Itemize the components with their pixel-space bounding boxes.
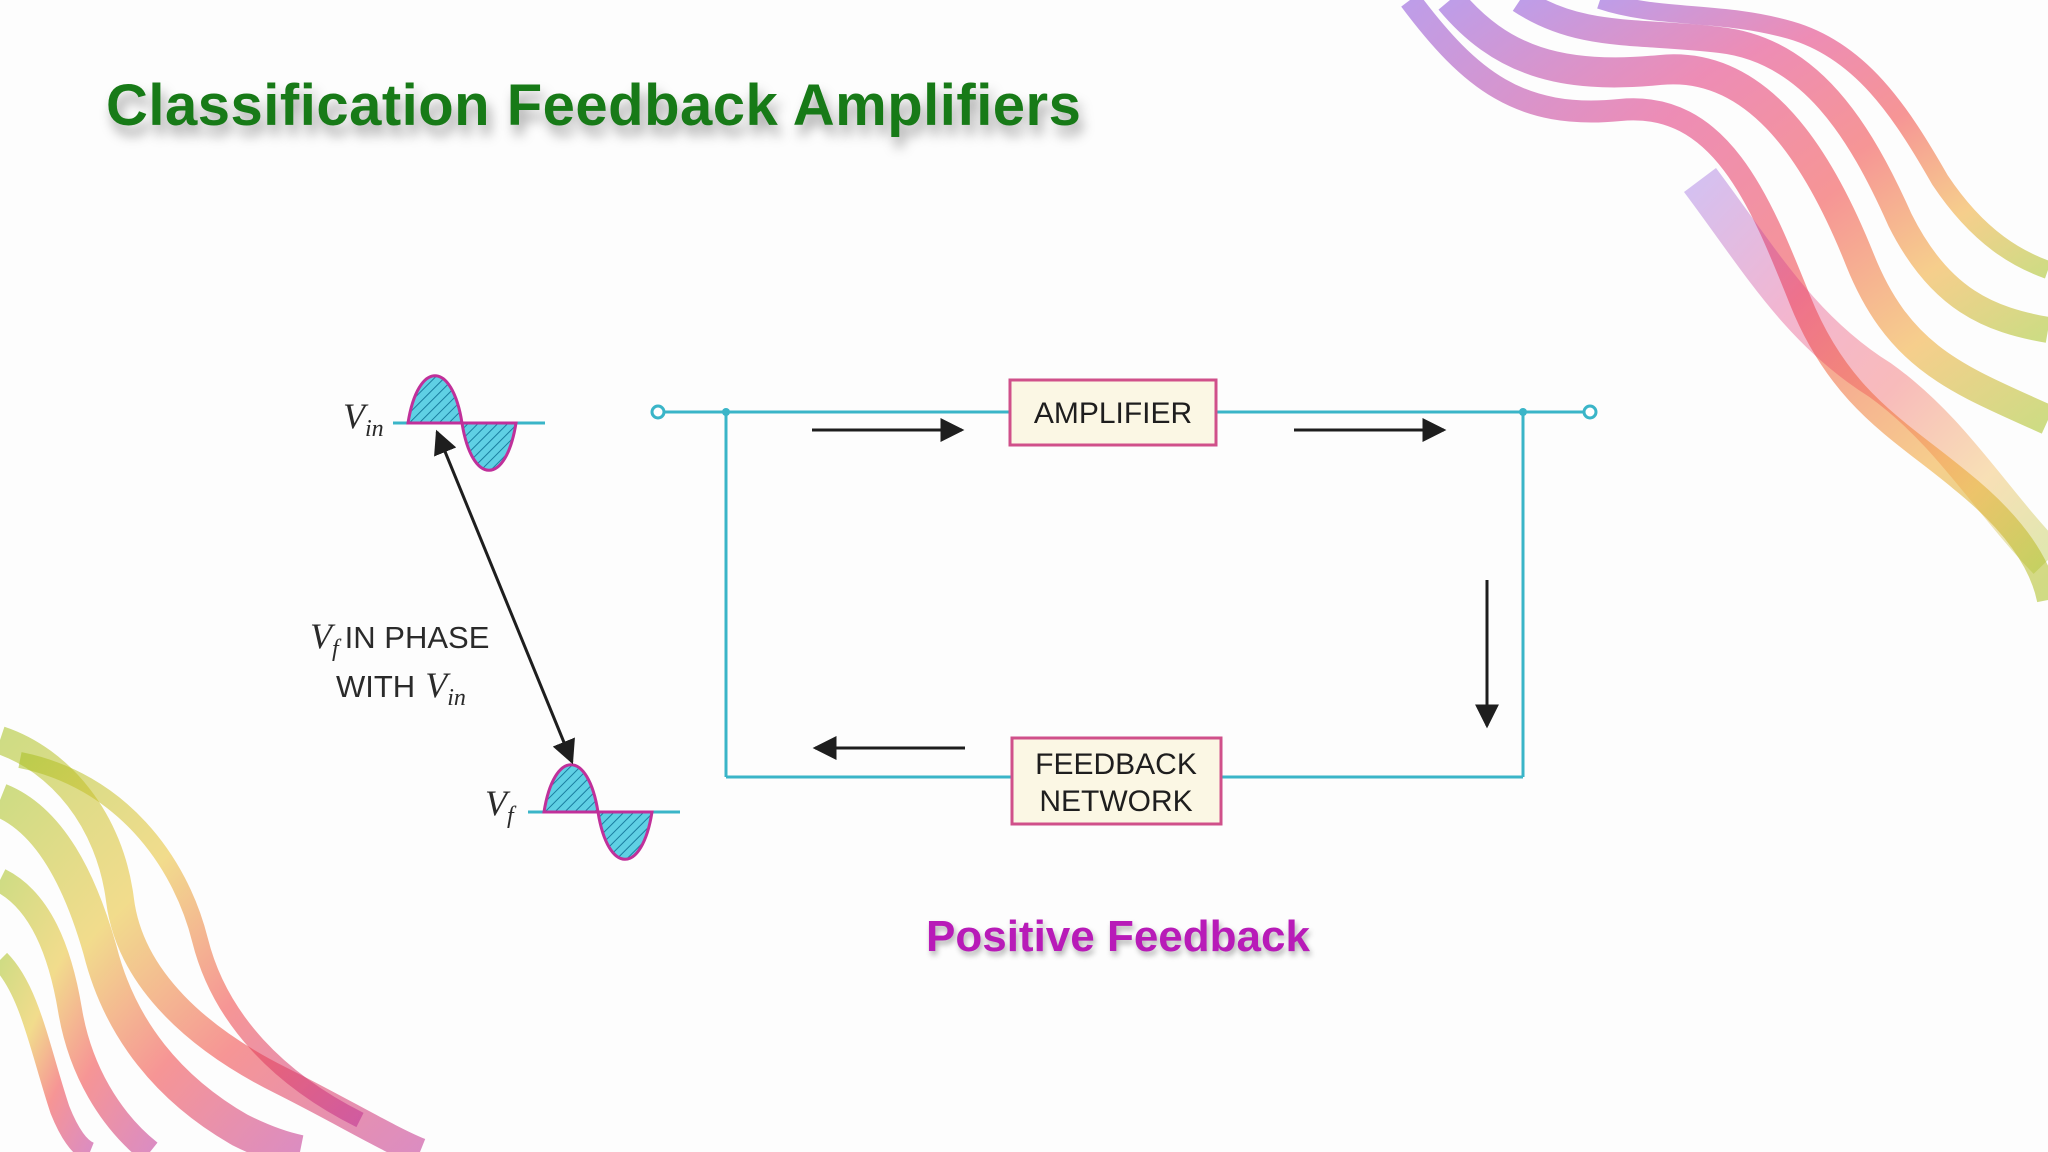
output-junction <box>1519 408 1527 416</box>
input-terminal <box>650 404 666 420</box>
amplifier-label: AMPLIFIER <box>1034 397 1192 430</box>
output-terminal <box>1582 404 1598 420</box>
ribbon-top-right <box>1401 0 2048 603</box>
feedback-network-block: FEEDBACK NETWORK <box>1010 736 1223 826</box>
slide-title: Classification Feedback Amplifiers <box>106 73 1082 138</box>
ribbon-bottom-left <box>0 726 426 1152</box>
circuit-wires <box>665 410 1583 779</box>
feedback-label-line2: NETWORK <box>1039 785 1192 818</box>
vin-label: Vin <box>343 396 384 442</box>
phase-relation-arrow <box>434 429 575 765</box>
input-junction <box>722 408 730 416</box>
feedback-label-line1: FEEDBACK <box>1035 748 1197 781</box>
vf-label: Vf <box>485 783 517 829</box>
vf-waveform <box>528 763 680 861</box>
diagram-caption: Positive Feedback <box>926 912 1310 961</box>
amplifier-block: AMPLIFIER <box>1008 378 1218 447</box>
vin-waveform <box>393 374 545 472</box>
